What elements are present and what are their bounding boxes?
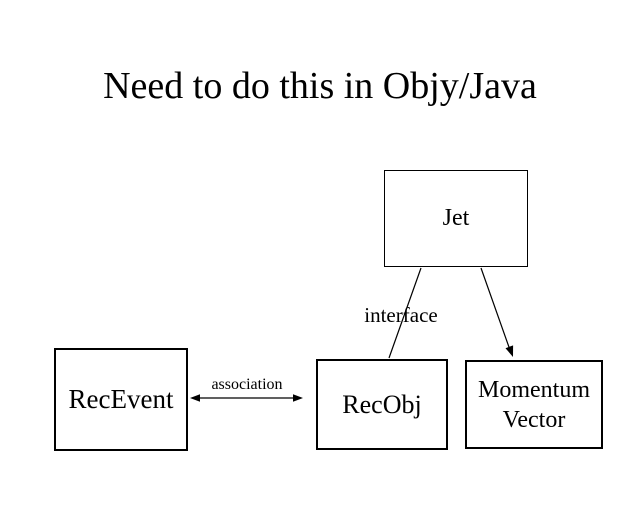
node-jet-label: Jet (442, 205, 470, 231)
edge-recevent-recobj-left-arrowhead-icon (190, 394, 200, 402)
node-recevent-label: RecEvent (68, 384, 174, 414)
slide-title: Need to do this in Objy/Java (103, 65, 537, 107)
node-momentum-vector-label: Momentum Vector (478, 376, 590, 433)
edge-label-interface: interface (364, 303, 438, 327)
node-momentum-vector: Momentum Vector (465, 360, 603, 449)
edge-recevent-recobj-right-arrowhead-icon (293, 394, 303, 402)
node-recevent: RecEvent (54, 348, 188, 451)
node-recobj: RecObj (316, 359, 448, 450)
edge-jet-recobj-line (388, 267, 422, 359)
node-jet: Jet (384, 170, 528, 267)
edge-jet-momentum-line (480, 267, 511, 351)
edge-label-association: association (211, 376, 283, 393)
edge-jet-momentum-arrowhead-icon (505, 345, 514, 357)
node-recobj-label: RecObj (342, 389, 422, 419)
